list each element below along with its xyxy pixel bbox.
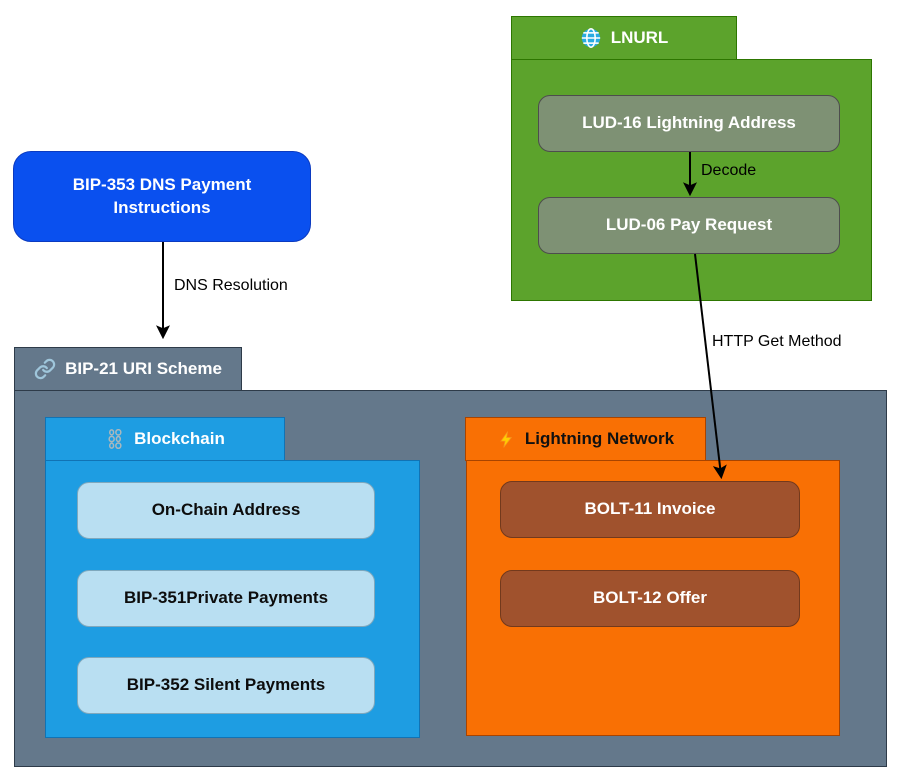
link-icon <box>34 358 56 380</box>
bolt11-label: BOLT-11 Invoice <box>584 499 716 519</box>
lightning-container-tab: Lightning Network <box>465 417 706 461</box>
node-lud16-lightning-address: LUD-16 Lightning Address <box>538 95 840 152</box>
bip352-label: BIP-352 Silent Payments <box>126 675 326 695</box>
node-bolt12-offer: BOLT-12 Offer <box>500 570 800 627</box>
lud16-label: LUD-16 Lightning Address <box>582 113 796 133</box>
node-bolt11-invoice: BOLT-11 Invoice <box>500 481 800 538</box>
bip21-title: BIP-21 URI Scheme <box>65 359 222 378</box>
edge-label-dns-resolution: DNS Resolution <box>174 277 288 294</box>
node-bip351-private-payments: BIP-351Private Payments <box>77 570 375 627</box>
blockchain-container-tab: Blockchain <box>45 417 285 461</box>
edge-label-http-get-method: HTTP Get Method <box>712 333 842 350</box>
node-bip353-dns-payment-instructions: BIP-353 DNS Payment Instructions <box>13 151 311 242</box>
chain-icon <box>105 429 125 449</box>
bolt12-label: BOLT-12 Offer <box>593 588 707 608</box>
edge-label-decode: Decode <box>701 162 757 179</box>
bip351-label: BIP-351Private Payments <box>123 588 329 608</box>
node-on-chain-address: On-Chain Address <box>77 482 375 539</box>
lightning-title: Lightning Network <box>524 429 675 448</box>
bip21-container-tab: BIP-21 URI Scheme <box>14 347 242 391</box>
on-chain-address-label: On-Chain Address <box>151 500 301 520</box>
node-lud06-pay-request: LUD-06 Pay Request <box>538 197 840 254</box>
blockchain-title: Blockchain <box>134 429 225 448</box>
lightning-icon <box>497 430 516 449</box>
lud06-label: LUD-06 Pay Request <box>605 215 773 235</box>
bip353-label: BIP-353 DNS Payment Instructions <box>72 174 252 217</box>
lnurl-title: LNURL <box>610 28 669 47</box>
lnurl-container-tab: LNURL <box>511 16 737 60</box>
globe-icon <box>580 27 602 49</box>
node-bip352-silent-payments: BIP-352 Silent Payments <box>77 657 375 714</box>
